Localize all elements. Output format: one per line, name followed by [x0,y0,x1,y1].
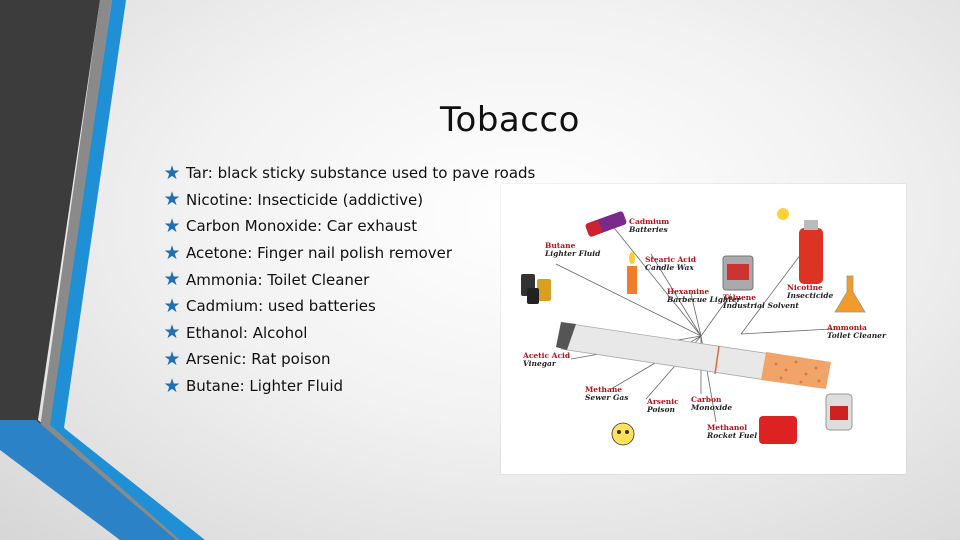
spray-can-icon [777,208,823,284]
bullet-text: Butane: Lighter Fluid [186,377,344,396]
bullet-list: ★ Tar: black sticky substance used to pav… [160,160,535,399]
star-icon: ★ [163,268,181,291]
bullet-item: ★ Acetone: Finger nail polish remover [160,240,535,267]
bullet-item: ★ Ethanol: Alcohol [160,320,535,347]
illustration-graphics [521,208,866,446]
dark-band [0,0,180,540]
blue-band [48,0,205,540]
candle-icon [627,252,637,294]
bullet-text: Cadmium: used batteries [186,297,376,316]
bullet-text: Carbon Monoxide: Car exhaust [186,217,418,236]
bullet-item: ★ Carbon Monoxide: Car exhaust [160,213,535,240]
bullet-text: Acetone: Finger nail polish remover [186,244,453,263]
bullet-item: ★ Cadmium: used batteries [160,293,535,320]
bullet-text: Arsenic: Rat poison [186,350,331,369]
light-band [40,0,180,540]
bullet-item: ★ Nicotine: Insecticide (addictive) [160,187,535,214]
star-icon: ★ [163,294,181,317]
lighter-icon [521,274,551,304]
bullet-item: ★ Butane: Lighter Fluid [160,373,535,400]
bullet-text: Ammonia: Toilet Cleaner [186,270,370,289]
star-icon: ★ [163,188,181,211]
blue-bottom-band [0,420,176,540]
star-icon: ★ [163,347,181,370]
battery-icon [585,211,627,237]
bullet-item: ★ Arsenic: Rat poison [160,346,535,373]
cigarette-icon [556,322,831,389]
bullet-text: Ethanol: Alcohol [186,323,308,342]
bullet-text: Tar: black sticky substance used to pave… [186,164,536,183]
star-icon: ★ [163,214,181,237]
bullet-item: ★ Ammonia: Toilet Cleaner [160,266,535,293]
fuel-can-icon [759,416,797,444]
star-icon: ★ [163,321,181,344]
star-icon: ★ [163,161,181,184]
skull-icon [611,422,635,446]
bullet-text: Nicotine: Insecticide (addictive) [186,190,424,209]
bullet-item: ★ Tar: black sticky substance used to pav… [160,160,535,187]
flask-icon [834,275,866,313]
star-icon: ★ [163,241,181,264]
cleaner-bottle-icon [825,393,853,431]
paint-can-icon [722,255,754,291]
star-icon: ★ [163,374,181,397]
slide-title: Tobacco [440,100,580,140]
